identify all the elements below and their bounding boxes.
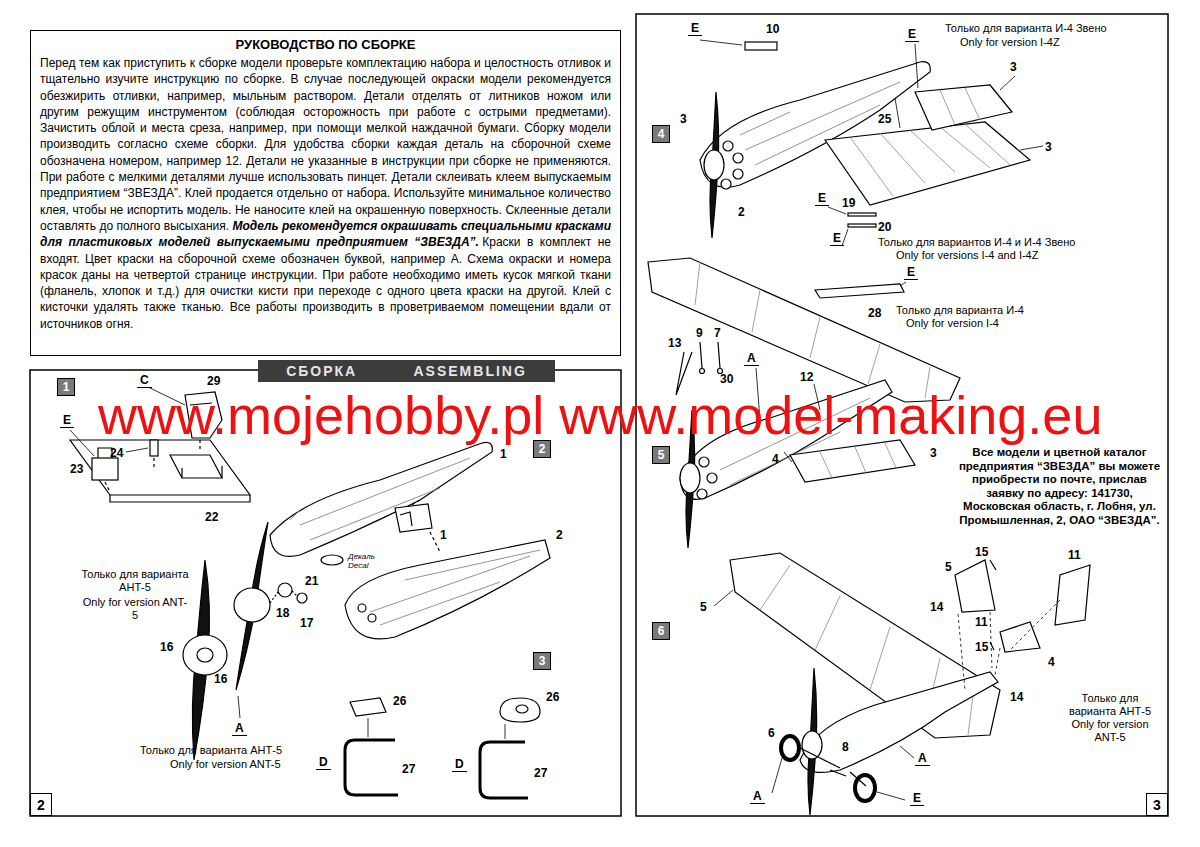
- paint-letter: A: [232, 722, 247, 736]
- version-note: Только для варианта И-4: [896, 304, 1024, 317]
- paragraph-text: Краски в комплект не входят. Цвет краски…: [40, 235, 611, 330]
- heading: РУКОВОДСТВО ПО СБОРКЕ: [40, 36, 611, 53]
- callout-number: 5: [700, 600, 707, 614]
- band-text: СБОРКА: [286, 363, 357, 379]
- callout-number: 19: [842, 196, 855, 210]
- paint-letter: E: [688, 22, 702, 36]
- paint-letter: A: [744, 352, 759, 366]
- step-number: 4: [652, 125, 670, 143]
- address-note: Все модели и цветной каталог предприятия…: [952, 446, 1167, 527]
- callout-number: 20: [878, 220, 891, 234]
- number-text: 3: [1153, 797, 1161, 813]
- callout-number: 7: [714, 326, 721, 340]
- callout-number: 3: [930, 446, 937, 460]
- step-number: 5: [652, 446, 670, 464]
- watermark: www.mojehobby.pl www.model-making.eu: [98, 388, 1102, 442]
- callout-number: 6: [768, 726, 775, 740]
- callout-number: 4: [1048, 655, 1055, 669]
- paint-letter: E: [905, 28, 919, 42]
- decal-label: Decal: [348, 561, 368, 570]
- paint-letter: C: [137, 374, 152, 388]
- number-text: 5: [658, 448, 665, 462]
- paint-letter: E: [910, 792, 924, 806]
- paint-letter: E: [830, 232, 844, 246]
- version-note: Только для варианта И-4 Звено: [945, 22, 1107, 35]
- version-note: Только для варианта АНТ-5: [1060, 692, 1160, 718]
- version-note: Only for version ANT-5: [170, 758, 281, 771]
- step-number: 6: [652, 622, 670, 640]
- step-number: 2: [533, 440, 551, 458]
- version-note: Only for version I-4: [906, 317, 999, 330]
- paint-letter: A: [915, 752, 930, 766]
- number-text: 6: [658, 624, 665, 638]
- callout-number: 9: [696, 326, 703, 340]
- callout-number: 25: [878, 112, 891, 126]
- step-number: 3: [533, 652, 551, 670]
- paragraph-text: Перед тем как приступить к сборке модели…: [40, 56, 611, 233]
- paint-letter: E: [815, 192, 829, 206]
- version-note: Только для варианта АНТ-5: [140, 744, 282, 757]
- number-text: 2: [37, 797, 45, 813]
- callout-number: 30: [720, 372, 733, 386]
- callout-number: 24: [110, 446, 123, 460]
- version-note: Only for version ANT-5: [1060, 718, 1160, 744]
- callout-number: 2: [556, 528, 563, 542]
- callout-number: 28: [868, 306, 881, 320]
- page-number: 2: [30, 793, 52, 816]
- number-text: 3: [539, 654, 546, 668]
- callout-number: 17: [300, 616, 313, 630]
- callout-number: 4: [772, 452, 779, 466]
- callout-number: 18: [276, 606, 289, 620]
- callout-number: 5: [945, 560, 952, 574]
- paint-letter: A: [750, 790, 765, 804]
- callout-number: 11: [1068, 548, 1081, 562]
- paint-letter: E: [60, 414, 74, 428]
- callout-number: 3: [680, 112, 687, 126]
- version-note: Только для варианта АНТ-5: [80, 568, 190, 594]
- callout-number: 1: [440, 528, 447, 542]
- version-note: Только для вариантов И-4 и И-4 Звено: [878, 236, 1075, 249]
- callout-number: 13: [668, 336, 681, 350]
- callout-number: 14: [930, 600, 943, 614]
- paint-letter: E: [904, 266, 918, 280]
- callout-number: 29: [207, 374, 220, 388]
- callout-number: 21: [305, 574, 318, 588]
- step-number: 1: [57, 378, 75, 396]
- page-number: 3: [1146, 793, 1168, 816]
- callout-number: 3: [1010, 60, 1017, 74]
- callout-number: 22: [205, 510, 218, 524]
- decal-label: Декаль: [348, 552, 375, 561]
- callout-number: 23: [70, 462, 83, 476]
- paint-letter: D: [316, 756, 331, 770]
- callout-number: 8: [842, 740, 849, 754]
- section-band: СБОРКА ASSEMBLING: [258, 360, 555, 382]
- callout-number: 15: [975, 640, 988, 654]
- number-text: 1: [63, 380, 70, 394]
- callout-number: 2: [738, 205, 745, 219]
- body-text: Перед тем как приступить к сборке модели…: [40, 55, 611, 332]
- band-text: ASSEMBLING: [414, 363, 527, 379]
- callout-number: 3: [1045, 140, 1052, 154]
- version-note: Only for version ANT-5: [80, 596, 190, 622]
- version-note: Only for versions I-4 and I-4Z: [896, 249, 1038, 262]
- callout-number: 14: [1010, 690, 1023, 704]
- callout-number: 10: [766, 22, 779, 36]
- callout-number: 16: [160, 640, 173, 654]
- callout-number: 27: [534, 766, 547, 780]
- instructions-box: РУКОВОДСТВО ПО СБОРКЕ Перед тем как прист…: [30, 30, 621, 356]
- version-note: Only for version I-4Z: [960, 36, 1060, 49]
- callout-number: 1: [500, 447, 507, 461]
- callout-number: 15: [975, 545, 988, 559]
- callout-number: 11: [975, 615, 988, 629]
- callout-number: 12: [800, 370, 813, 384]
- callout-number: 27: [402, 762, 415, 776]
- number-text: 4: [658, 127, 665, 141]
- callout-number: 16: [214, 672, 227, 686]
- paint-letter: D: [452, 758, 467, 772]
- callout-number: 26: [393, 694, 406, 708]
- callout-number: 26: [546, 690, 559, 704]
- number-text: 2: [539, 442, 546, 456]
